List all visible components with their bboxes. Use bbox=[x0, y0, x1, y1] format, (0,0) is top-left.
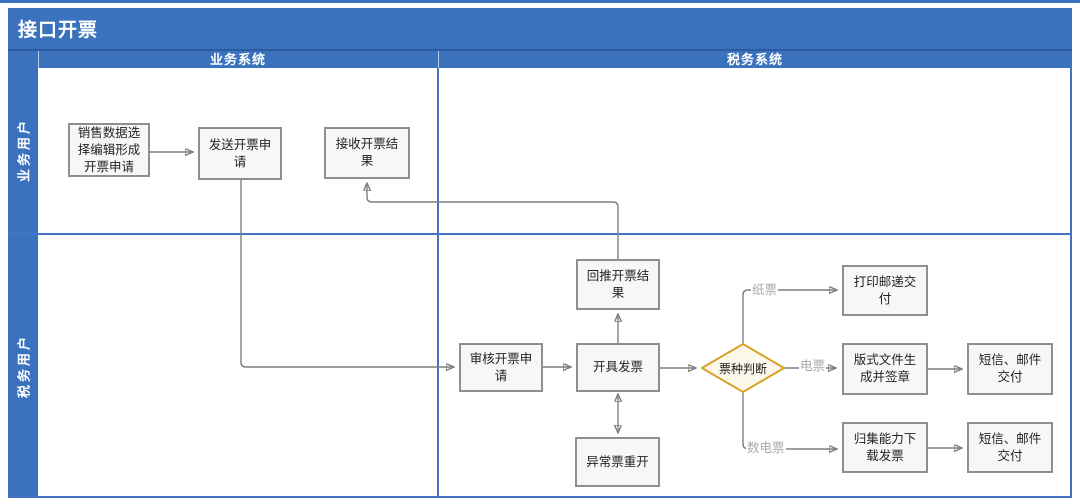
decision-label: 票种判断 bbox=[718, 361, 767, 376]
diagram-border-bottom bbox=[8, 496, 1072, 498]
column-header-business-system: 业务系统 bbox=[209, 52, 266, 67]
column-separator bbox=[38, 51, 39, 68]
edge-send-to-review bbox=[240, 180, 454, 367]
edge-label-electronic-invoice: 电票 bbox=[799, 359, 827, 374]
diagram-title: 接口开票 bbox=[18, 20, 99, 41]
node-receive-invoice-result: 接收开票结果 bbox=[324, 127, 410, 179]
lane-label-business-user: 业务用户 bbox=[16, 117, 32, 183]
node-sales-data-create-request: 销售数据选择编辑形成开票申请 bbox=[68, 123, 150, 177]
lane-label-strip bbox=[8, 68, 38, 497]
node-pushback-invoice-result: 回推开票结果 bbox=[576, 259, 660, 310]
node-abnormal-invoice-reissue: 异常票重开 bbox=[575, 437, 660, 487]
node-format-file-generate-sign: 版式文件生成并签章 bbox=[842, 343, 928, 395]
title-separator-line bbox=[8, 49, 1072, 51]
column-header-band: 业务系统 税务系统 bbox=[8, 51, 1072, 68]
node-sms-email-delivery-1: 短信、邮件交付 bbox=[967, 343, 1053, 395]
column-separator bbox=[438, 51, 439, 68]
column-header-tax-system: 税务系统 bbox=[726, 52, 783, 67]
node-invoice-type-decision: 票种判断 bbox=[701, 343, 785, 393]
diagram-title-bar: 接口开票 bbox=[8, 8, 1072, 49]
node-collect-download-invoice: 归集能力下载发票 bbox=[842, 422, 928, 473]
node-sms-email-delivery-2: 短信、邮件交付 bbox=[967, 422, 1053, 473]
node-issue-invoice: 开具发票 bbox=[576, 343, 660, 392]
edge-label-paper-invoice: 纸票 bbox=[751, 283, 779, 298]
top-edge-strip bbox=[0, 0, 1080, 3]
diagram-border-right bbox=[1070, 68, 1072, 498]
edge-label-digital-invoice: 数电票 bbox=[746, 441, 786, 456]
column-divider-vertical bbox=[437, 68, 439, 497]
edge-pushback-to-receive bbox=[367, 183, 619, 259]
node-send-invoice-request: 发送开票申请 bbox=[198, 127, 282, 180]
lane-label-tax-user: 税务用户 bbox=[16, 333, 32, 399]
decision-diamond-shape bbox=[701, 343, 785, 393]
lane-divider-horizontal bbox=[8, 233, 1072, 235]
node-review-invoice-request: 审核开票申请 bbox=[459, 343, 543, 392]
node-print-mail-delivery: 打印邮递交付 bbox=[842, 265, 928, 316]
